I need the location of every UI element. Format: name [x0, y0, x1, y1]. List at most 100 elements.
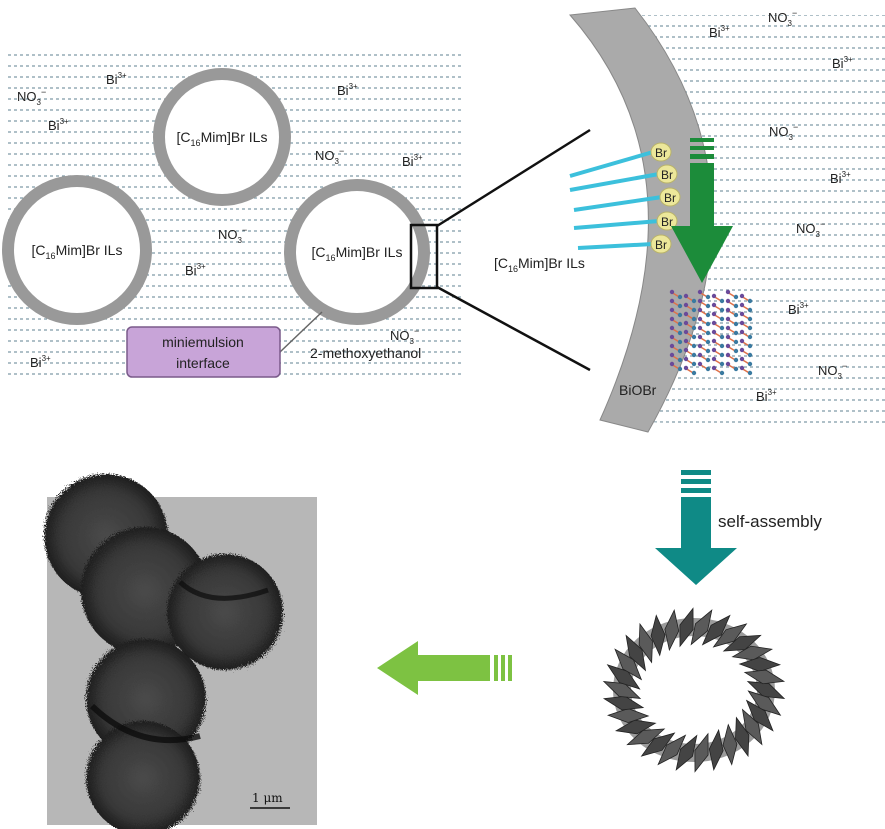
lattice-atom [669, 325, 675, 331]
lattice-atom [691, 307, 697, 313]
lattice-atom [739, 338, 745, 344]
lattice-atom [725, 307, 731, 313]
lattice-atom [719, 361, 725, 367]
biobr-flake [614, 719, 657, 735]
lattice-atom [711, 293, 717, 299]
nitrate-ion-label: NO3− [796, 219, 825, 239]
lattice-atom [683, 302, 689, 308]
lattice-atom [705, 330, 711, 336]
bismuth-ion-label: Bi3+ [756, 388, 777, 404]
lattice-atom [739, 329, 745, 335]
nitrate-ion-label: NO3− [768, 8, 797, 28]
lattice-atom [705, 348, 711, 354]
biobr-flake [747, 690, 782, 716]
lattice-atom [683, 320, 689, 326]
biobr-flake [625, 634, 647, 672]
biobr-flake [745, 699, 774, 732]
droplet: [C16Mim]Br ILs [284, 179, 430, 325]
lattice-atom [683, 311, 689, 317]
lattice-atom [677, 303, 683, 309]
lattice-atom [725, 325, 731, 331]
biobr-flake [602, 681, 642, 699]
lattice-atom [747, 307, 753, 313]
lattice-atom [677, 312, 683, 318]
lattice-atom [697, 316, 703, 322]
nitrate-ion-label: NO3− [17, 87, 46, 107]
lattice-atom [691, 361, 697, 367]
biobr-flake [657, 734, 687, 766]
biobr-flake [664, 609, 680, 652]
lattice-atom [711, 338, 717, 344]
lattice-atom [719, 307, 725, 313]
sector-surfactant-label: [C16Mim]Br ILs [494, 255, 585, 274]
lattice-atom [711, 356, 717, 362]
lattice-atom [733, 312, 739, 318]
bismuth-ion-label: Bi3+ [337, 82, 358, 98]
lattice-atom [725, 316, 731, 322]
lattice-atom [691, 343, 697, 349]
biobr-flake [679, 607, 694, 648]
droplet: [C16Mim]Br ILs [153, 68, 291, 206]
nitrate-ion-label: NO3− [218, 225, 247, 245]
biobr-flake [701, 614, 731, 646]
lattice-atom [705, 303, 711, 309]
ion-labels: Bi3+ Bi3+ Bi3+ Bi3+ Bi3+ Bi3+ NO3− NO3− NO3− NO3−… [17, 8, 853, 404]
lattice-atom [677, 330, 683, 336]
sector-shell [568, 7, 713, 433]
lattice-atom [691, 316, 697, 322]
lattice-atom [719, 325, 725, 331]
lattice-atom [705, 321, 711, 327]
surfactant-tail [569, 150, 654, 178]
biobr-flake [614, 648, 643, 681]
lattice-atom [677, 348, 683, 354]
lattice-atom [725, 298, 731, 304]
lattice-atom [725, 334, 731, 340]
lattice-atom [669, 289, 675, 295]
lattice-atom [711, 302, 717, 308]
lattice-atom [733, 321, 739, 327]
bismuth-ion-label: Bi3+ [709, 24, 730, 40]
lattice-atom [747, 361, 753, 367]
lattice-atom [669, 307, 675, 313]
lattice-atom [669, 334, 675, 340]
biobr-crystal-lattice [669, 289, 753, 376]
lattice-atom [739, 347, 745, 353]
biobr-flake [738, 656, 782, 672]
lattice-atom [697, 289, 703, 295]
lattice-atom [719, 298, 725, 304]
lattice-atom [739, 365, 745, 371]
interface-box-rect [126, 326, 281, 378]
lattice-atom [697, 298, 703, 304]
lattice-atom [697, 334, 703, 340]
interface-label-line2: interface [176, 355, 230, 371]
biobr-flake [694, 732, 709, 773]
biobr-flake [602, 695, 645, 711]
bromide-head [656, 164, 678, 184]
lattice-atom [711, 347, 717, 353]
lattice-atom [719, 343, 725, 349]
lattice-atom [705, 366, 711, 372]
nitrate-ion-label: NO3− [390, 326, 419, 346]
scale-bar-label: 1 μm [252, 791, 283, 805]
tem-micrograph: 1 μm [44, 474, 317, 829]
biobr-flake [606, 708, 650, 724]
bismuth-ion-label: Bi3+ [788, 301, 809, 317]
bismuth-ion-label: Bi3+ [830, 170, 851, 186]
lattice-atom [691, 325, 697, 331]
lattice-atom [719, 316, 725, 322]
droplet-label: [C16Mim]Br ILs [312, 244, 403, 263]
lattice-atom [711, 329, 717, 335]
lattice-atom [683, 293, 689, 299]
zoom-indicator [409, 128, 591, 372]
lattice-atom [733, 303, 739, 309]
product-arrow [377, 641, 512, 695]
lattice-atom [691, 352, 697, 358]
lattice-atom [725, 352, 731, 358]
lattice-atom [697, 361, 703, 367]
lattice-atom [683, 329, 689, 335]
bismuth-ion-label: Bi3+ [832, 55, 853, 71]
biobr-flake [638, 622, 653, 664]
lattice-atom [691, 370, 697, 376]
lattice-atom [739, 356, 745, 362]
biobr-flake [708, 728, 724, 771]
